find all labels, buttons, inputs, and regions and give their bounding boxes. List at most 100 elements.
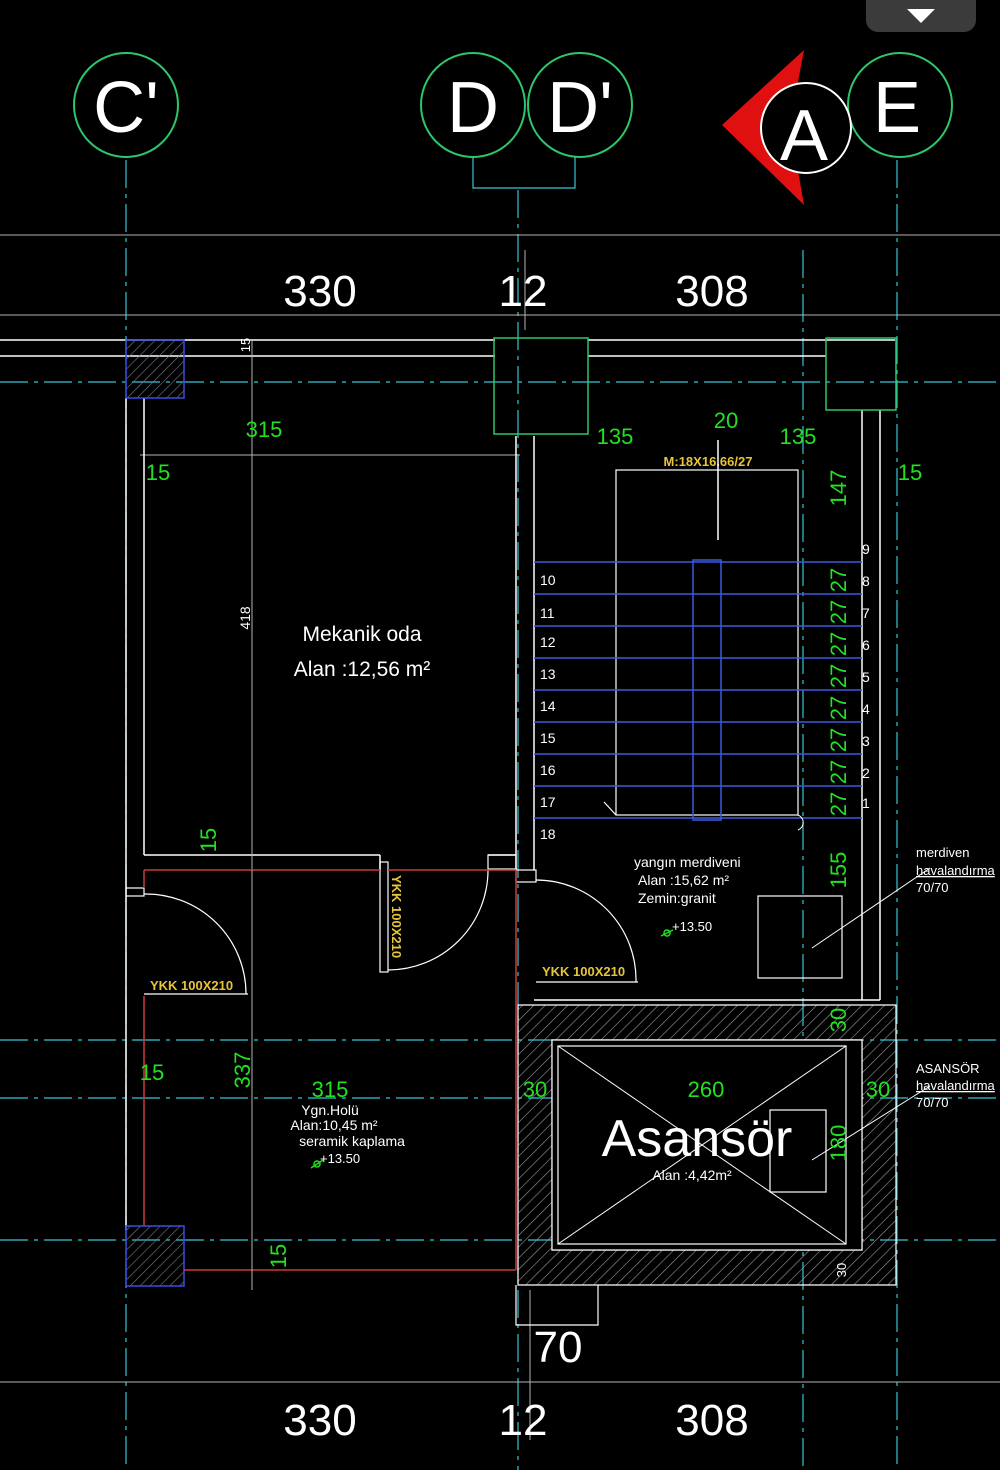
svg-text:C': C' [93, 68, 159, 148]
svg-text:27: 27 [826, 696, 851, 720]
dim-15-lower-left: 15 [140, 1060, 164, 1085]
grid-bubble-d: D [420, 52, 526, 158]
dim-135-right: 135 [780, 424, 817, 449]
dim-top-12: 12 [499, 267, 548, 316]
dim-315-top: 315 [246, 417, 283, 442]
elevator-area: Alan :4,42m² [652, 1167, 732, 1183]
dim-155: 155 [826, 852, 851, 889]
door-2-label: YKK 100X210 [389, 875, 404, 958]
svg-text:27: 27 [826, 664, 851, 688]
svg-text:27: 27 [826, 632, 851, 656]
svg-text:27: 27 [826, 760, 851, 784]
svg-text:2: 2 [862, 765, 870, 781]
elevator-name: Asansör [602, 1110, 793, 1168]
dim-bottom-12: 12 [499, 1396, 548, 1445]
dim-30-top-elev: 30 [826, 1008, 851, 1032]
svg-text:D: D [447, 68, 499, 148]
svg-text:12: 12 [540, 634, 556, 650]
stair-vent-label-1: merdiven [916, 845, 969, 860]
door-2 [379, 854, 517, 973]
svg-text:A: A [780, 96, 828, 176]
section-marker-a: A [722, 50, 852, 205]
dim-bottom-330: 330 [283, 1396, 356, 1445]
mech-room-name: Mekanik oda [302, 623, 421, 646]
dim-30-left-elev: 30 [523, 1077, 547, 1102]
door-3-label: YKK 100X210 [542, 964, 625, 979]
level-marker-icon [660, 929, 674, 937]
stair-vent-label-2: havalandırma [916, 863, 996, 878]
svg-text:27: 27 [826, 600, 851, 624]
elev-vent-label-2: havalandırma [916, 1078, 996, 1093]
riser-dims: 27 27 27 27 27 27 27 27 [826, 568, 851, 816]
svg-text:1: 1 [862, 795, 870, 811]
svg-text:10: 10 [540, 572, 556, 588]
dim-260: 260 [688, 1077, 725, 1102]
dim-135-left: 135 [597, 424, 634, 449]
dim-bottom-308: 308 [675, 1396, 748, 1445]
column-d [493, 337, 589, 435]
svg-text:4: 4 [862, 701, 870, 717]
svg-text:3: 3 [862, 733, 870, 749]
dim-418: 418 [237, 606, 253, 630]
stair-level: +13.50 [672, 919, 712, 934]
elevator-shaft [517, 1004, 931, 1286]
column-c-prime-bottom [125, 1225, 185, 1287]
door-1 [125, 887, 248, 995]
dim-315-lower: 315 [312, 1077, 349, 1102]
stair-step-numbers-right: 9 8 7 6 5 4 3 2 1 [862, 541, 870, 811]
stair-vent-shaft [757, 895, 843, 979]
dim-top-330: 330 [283, 267, 356, 316]
stair-spec: M:18X16.66/27 [664, 454, 753, 469]
column-e [825, 337, 897, 411]
walls [0, 339, 895, 1230]
dim-15-top-vert: 15 [238, 338, 253, 352]
dim-30-bottom-elev: 30 [834, 1263, 849, 1277]
column-c-prime [125, 339, 185, 399]
svg-text:11: 11 [540, 605, 555, 621]
dropdown-toggle[interactable] [866, 0, 976, 32]
svg-text:6: 6 [862, 637, 870, 653]
dim-147: 147 [826, 470, 851, 507]
svg-text:27: 27 [826, 728, 851, 752]
svg-text:E: E [873, 68, 921, 148]
hall-finish: seramik kaplama [299, 1133, 405, 1149]
door-1-label: YKK 100X210 [150, 978, 233, 993]
stair-step-numbers-left: 10 11 12 13 14 15 16 17 18 [540, 572, 556, 842]
fire-hall-outline [143, 869, 517, 1271]
svg-text:5: 5 [862, 669, 870, 685]
svg-text:15: 15 [540, 730, 556, 746]
dimension-lines [0, 234, 1000, 1440]
hall-name: Ygn.Holü [301, 1102, 359, 1118]
dim-15-left-top: 15 [146, 460, 170, 485]
svg-text:14: 14 [540, 698, 556, 714]
grid-bubble-e: E [847, 52, 953, 158]
grid-bubble-c-prime: C' [73, 52, 179, 158]
svg-text:27: 27 [826, 568, 851, 592]
grid-bubble-d-prime: D' [527, 52, 633, 158]
stair-room-floor: Zemin:granit [638, 890, 716, 906]
svg-text:7: 7 [862, 605, 870, 621]
dim-337: 337 [230, 1052, 255, 1089]
svg-text:16: 16 [540, 762, 556, 778]
svg-text:9: 9 [862, 541, 870, 557]
chevron-down-icon [907, 9, 935, 23]
dim-15-right: 15 [898, 460, 922, 485]
svg-text:27: 27 [826, 792, 851, 816]
svg-text:8: 8 [862, 573, 870, 589]
dim-180: 180 [826, 1125, 851, 1162]
svg-text:D': D' [547, 68, 613, 148]
dim-30-right-elev: 30 [866, 1077, 890, 1102]
stair-treads [534, 559, 862, 821]
svg-text:13: 13 [540, 666, 556, 682]
elev-vent-label-1: ASANSÖR [916, 1061, 980, 1076]
svg-text:17: 17 [540, 794, 556, 810]
stair-room-area: Alan :15,62 m² [638, 872, 729, 888]
svg-text:18: 18 [540, 826, 556, 842]
level-marker-icon [310, 1159, 324, 1169]
hall-area: Alan:10,45 m² [290, 1117, 377, 1133]
dim-15-bottom: 15 [266, 1244, 291, 1268]
stair-vent-label-3: 70/70 [916, 880, 949, 895]
hall-level: +13.50 [320, 1151, 360, 1166]
dim-20: 20 [714, 408, 738, 433]
